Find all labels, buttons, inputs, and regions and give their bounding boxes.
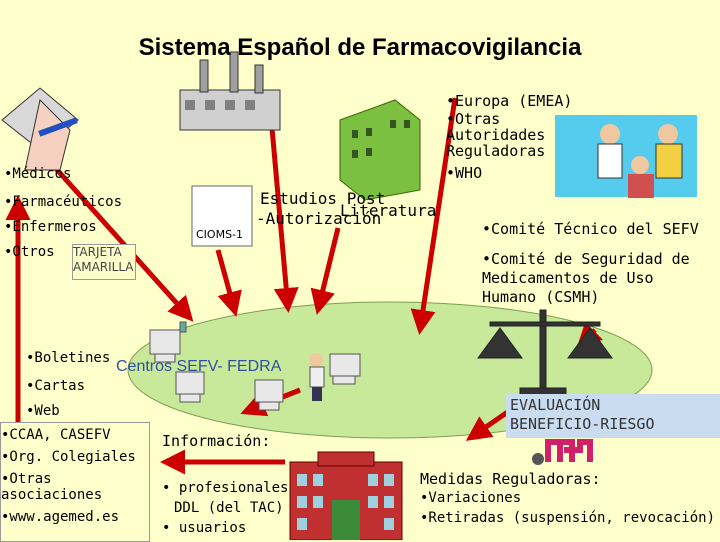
notifier-medicos: •Médicos (4, 166, 72, 182)
factory-icon (179, 51, 281, 131)
arrow-cioms (215, 249, 242, 317)
informacion-item-usuarios: • usuarios (162, 520, 247, 536)
output-web: •Web (26, 403, 60, 419)
agency-logo-icon (532, 439, 593, 465)
intl-autoridades: Autoridades (446, 126, 546, 144)
tarjeta-line-2: AMARILLA (73, 260, 134, 274)
committee-seguridad-2: Medicamentos de Uso (482, 269, 654, 287)
literatura-label: Literatura (340, 201, 437, 220)
medidas-title: Medidas Reguladoras: (420, 470, 601, 488)
medidas-item-retiradas: •Retiradas (suspensión, revocación) (420, 510, 716, 526)
committee-tecnico: •Comité Técnico del SEFV (482, 220, 699, 238)
output-boletines: •Boletines (26, 350, 111, 366)
estudios-line-1: Estudios Post (260, 189, 386, 208)
medidas-item-variaciones: •Variaciones (420, 490, 522, 506)
committee-seguridad-3: Humano (CSMH) (482, 288, 600, 306)
cioms-label: CIOMS-1 (196, 228, 244, 241)
intl-europa: •Europa (EMEA) (446, 92, 573, 110)
arrow-europa (410, 97, 458, 335)
tarjeta-amarilla-card: TARJETA AMARILLA (72, 244, 136, 280)
informacion-item-profesionales: • profesionales (162, 480, 289, 496)
meeting-people-icon (555, 115, 697, 198)
balance-scale-icon (477, 309, 613, 397)
notifier-enfermeros: •Enfermeros (4, 219, 97, 235)
evaluacion-line-2: BENEFICIO-RIESGO (510, 415, 655, 433)
evaluacion-line-1: EVALUACIÓN (510, 396, 601, 414)
tarjeta-line-1: TARJETA (73, 245, 122, 259)
hospital-building-icon (289, 451, 403, 540)
intl-reguladoras: Reguladoras (446, 142, 546, 160)
intl-who: •WHO (446, 164, 483, 182)
notifier-farmaceuticos: •Farmacéuticos (4, 194, 123, 210)
centros-label: Centros SEFV- FEDRA (116, 358, 282, 375)
notifier-otros: •Otros (4, 244, 55, 260)
computer-network-icon (149, 321, 361, 411)
person-at-desk-icon (309, 353, 325, 401)
informacion-item-ddl: DDL (del TAC) (174, 500, 284, 516)
partner-asociaciones: asociaciones (1, 487, 103, 503)
page-title: Sistema Español de Farmacovigilancia (138, 34, 582, 61)
partners-box: •CCAA, CASEFV •Org. Colegiales •Otras as… (0, 422, 150, 542)
arrow-medicos (48, 160, 194, 322)
intl-otras: •Otras (446, 110, 501, 128)
partner-ccaa: •CCAA, CASEFV (1, 427, 111, 443)
green-building-icon (339, 99, 421, 201)
estudios-line-2: -Autorización (256, 209, 382, 228)
committee-seguridad-1: •Comité de Seguridad de (482, 250, 690, 268)
doctor-icon (1, 87, 79, 171)
output-cartas: •Cartas (26, 378, 86, 394)
partner-agemed: •www.agemed.es (1, 509, 120, 525)
informacion-title: Información: (162, 432, 271, 450)
arrow-estudios (269, 127, 299, 313)
partner-otras: •Otras (1, 471, 52, 487)
partner-colegiales: •Org. Colegiales (1, 449, 136, 465)
arrow-literatura (310, 227, 341, 315)
evaluacion-box: EVALUACIÓN BENEFICIO-RIESGO (506, 394, 720, 438)
cioms-form (191, 185, 253, 247)
